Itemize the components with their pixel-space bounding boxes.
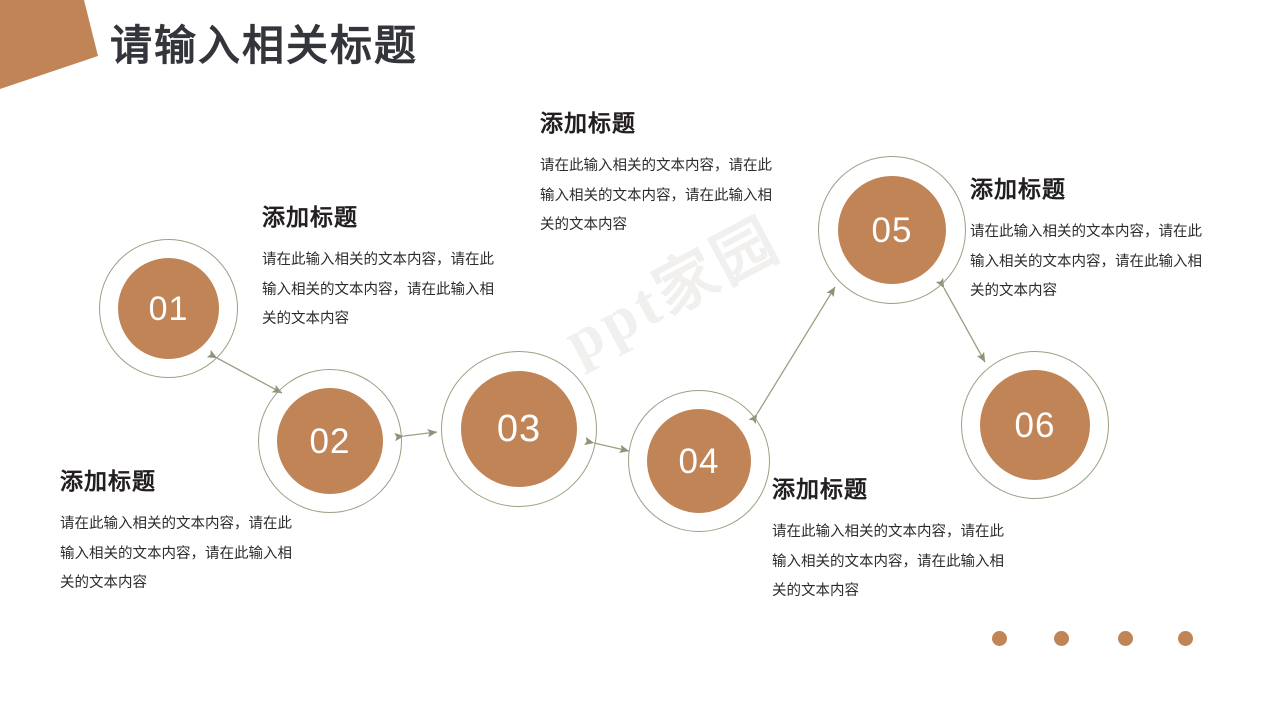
block-heading: 添加标题 — [262, 205, 358, 230]
pager-dot[interactable] — [1178, 631, 1193, 646]
block-heading: 添加标题 — [540, 111, 636, 136]
block-body-line: 请在此输入相关的文本内容，请在此 — [262, 252, 494, 268]
block-body: 请在此输入相关的文本内容，请在此 输入相关的文本内容，请在此输入相 关的文本内容 — [60, 510, 334, 599]
step-disc-03: 03 — [461, 371, 577, 487]
step-node-02[interactable]: 02 — [258, 369, 402, 513]
block-body-line: 输入相关的文本内容，请在此输入相 — [60, 545, 292, 562]
step-disc-01: 01 — [118, 258, 219, 359]
block-body-line: 关的文本内容 — [60, 575, 147, 592]
pager-dot[interactable] — [1054, 631, 1069, 646]
text-block-01: 添加标题 请在此输入相关的文本内容，请在此 输入相关的文本内容，请在此输入相 关… — [262, 198, 536, 335]
text-block-05: 添加标题 请在此输入相关的文本内容，请在此 输入相关的文本内容，请在此输入相 关… — [970, 170, 1244, 307]
block-body: 请在此输入相关的文本内容，请在此 输入相关的文本内容，请在此输入相 关的文本内容 — [540, 152, 814, 241]
block-body-line: 输入相关的文本内容，请在此输入相 — [970, 253, 1202, 270]
step-number-label: 06 — [1014, 405, 1056, 445]
step-node-04[interactable]: 04 — [628, 390, 770, 532]
block-body-line: 请在此输入相关的文本内容，请在此 — [970, 224, 1202, 240]
step-number-label: 02 — [309, 421, 351, 461]
step-node-05[interactable]: 05 — [818, 156, 966, 304]
step-disc-04: 04 — [647, 409, 751, 513]
pager-dots[interactable] — [992, 631, 1202, 649]
step-disc-05: 05 — [838, 176, 946, 284]
step-node-01[interactable]: 01 — [99, 239, 238, 378]
step-number-label: 05 — [871, 210, 913, 250]
block-body-line: 输入相关的文本内容，请在此输入相 — [772, 553, 1004, 570]
block-body-line: 关的文本内容 — [262, 311, 349, 328]
block-body-line: 请在此输入相关的文本内容，请在此 — [772, 524, 1004, 540]
pager-dot[interactable] — [1118, 631, 1133, 646]
block-body-line: 请在此输入相关的文本内容，请在此 — [540, 158, 772, 174]
step-number-label: 04 — [678, 441, 720, 481]
text-block-04: 添加标题 请在此输入相关的文本内容，请在此 输入相关的文本内容，请在此输入相 关… — [772, 470, 1046, 607]
block-heading: 添加标题 — [970, 177, 1066, 202]
block-body-line: 输入相关的文本内容，请在此输入相 — [540, 187, 772, 204]
step-number-label: 03 — [496, 408, 542, 450]
step-node-06[interactable]: 06 — [961, 351, 1109, 499]
block-heading: 添加标题 — [772, 477, 868, 502]
page-title: 请输入相关标题 — [110, 24, 419, 70]
step-disc-06: 06 — [980, 370, 1090, 480]
text-block-03: 添加标题 请在此输入相关的文本内容，请在此 输入相关的文本内容，请在此输入相 关… — [540, 104, 814, 241]
block-body: 请在此输入相关的文本内容，请在此 输入相关的文本内容，请在此输入相 关的文本内容 — [772, 518, 1046, 607]
step-node-03[interactable]: 03 — [441, 351, 597, 507]
block-body: 请在此输入相关的文本内容，请在此 输入相关的文本内容，请在此输入相 关的文本内容 — [970, 218, 1244, 307]
text-block-02: 添加标题 请在此输入相关的文本内容，请在此 输入相关的文本内容，请在此输入相 关… — [60, 462, 334, 599]
block-body-line: 关的文本内容 — [772, 583, 859, 600]
block-body-line: 请在此输入相关的文本内容，请在此 — [60, 516, 292, 532]
block-body-line: 输入相关的文本内容，请在此输入相 — [262, 281, 494, 298]
block-body-line: 关的文本内容 — [540, 217, 627, 234]
step-disc-02: 02 — [277, 388, 383, 494]
block-body: 请在此输入相关的文本内容，请在此 输入相关的文本内容，请在此输入相 关的文本内容 — [262, 246, 536, 335]
step-number-label: 01 — [148, 289, 189, 328]
pager-dot[interactable] — [992, 631, 1007, 646]
block-heading: 添加标题 — [60, 469, 156, 494]
block-body-line: 关的文本内容 — [970, 283, 1057, 300]
